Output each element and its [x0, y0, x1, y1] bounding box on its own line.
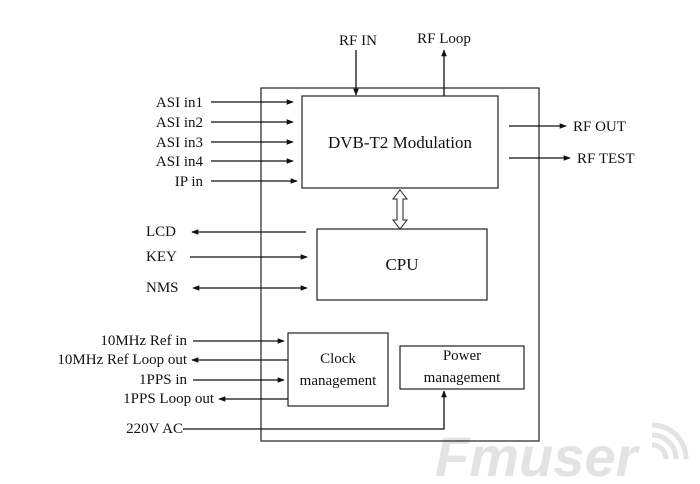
power-label-line2: management [424, 370, 501, 386]
rf-in-label: RF IN [339, 33, 377, 49]
signal-waves-icon [651, 422, 689, 460]
cpu-label: CPU [385, 255, 418, 274]
dvb-t2-modulation-block: DVB-T2 Modulation [301, 95, 499, 189]
clock-label-line1: Clock [320, 351, 356, 367]
nms-label: NMS [146, 280, 179, 296]
input-arrows [211, 99, 298, 184]
clock-management-block: Clock management [287, 332, 389, 407]
key-label: KEY [146, 249, 177, 265]
ref-in-label: 10MHz Ref in [100, 333, 187, 349]
asi-in2-label: ASI in2 [156, 115, 203, 131]
clock-label-line2: management [300, 373, 377, 389]
fmuser-watermark: Fmuser [435, 422, 689, 484]
ac-power-arrow [183, 390, 447, 430]
power-label-line1: Power [443, 348, 481, 364]
device-enclosure [260, 87, 540, 442]
ip-in-label: IP in [175, 174, 204, 190]
asi-in3-label: ASI in3 [156, 135, 203, 151]
modulation-label: DVB-T2 Modulation [328, 133, 473, 152]
watermark-text: Fmuser [435, 425, 640, 484]
asi-in1-label: ASI in1 [156, 95, 203, 111]
pps-loop-out-label: 1PPS Loop out [123, 391, 215, 407]
bidirectional-bus-arrow [391, 189, 409, 230]
lcd-label: LCD [146, 224, 176, 240]
cpu-block: CPU [316, 228, 488, 301]
pps-in-label: 1PPS in [139, 372, 187, 388]
ac-label: 220V AC [126, 421, 183, 437]
rf-loop-label: RF Loop [417, 31, 471, 47]
asi-in4-label: ASI in4 [156, 154, 204, 170]
power-management-block: Power management [399, 345, 525, 390]
rf-test-label: RF TEST [577, 151, 635, 167]
rf-out-label: RF OUT [573, 119, 626, 135]
ref-loop-out-label: 10MHz Ref Loop out [57, 352, 187, 368]
